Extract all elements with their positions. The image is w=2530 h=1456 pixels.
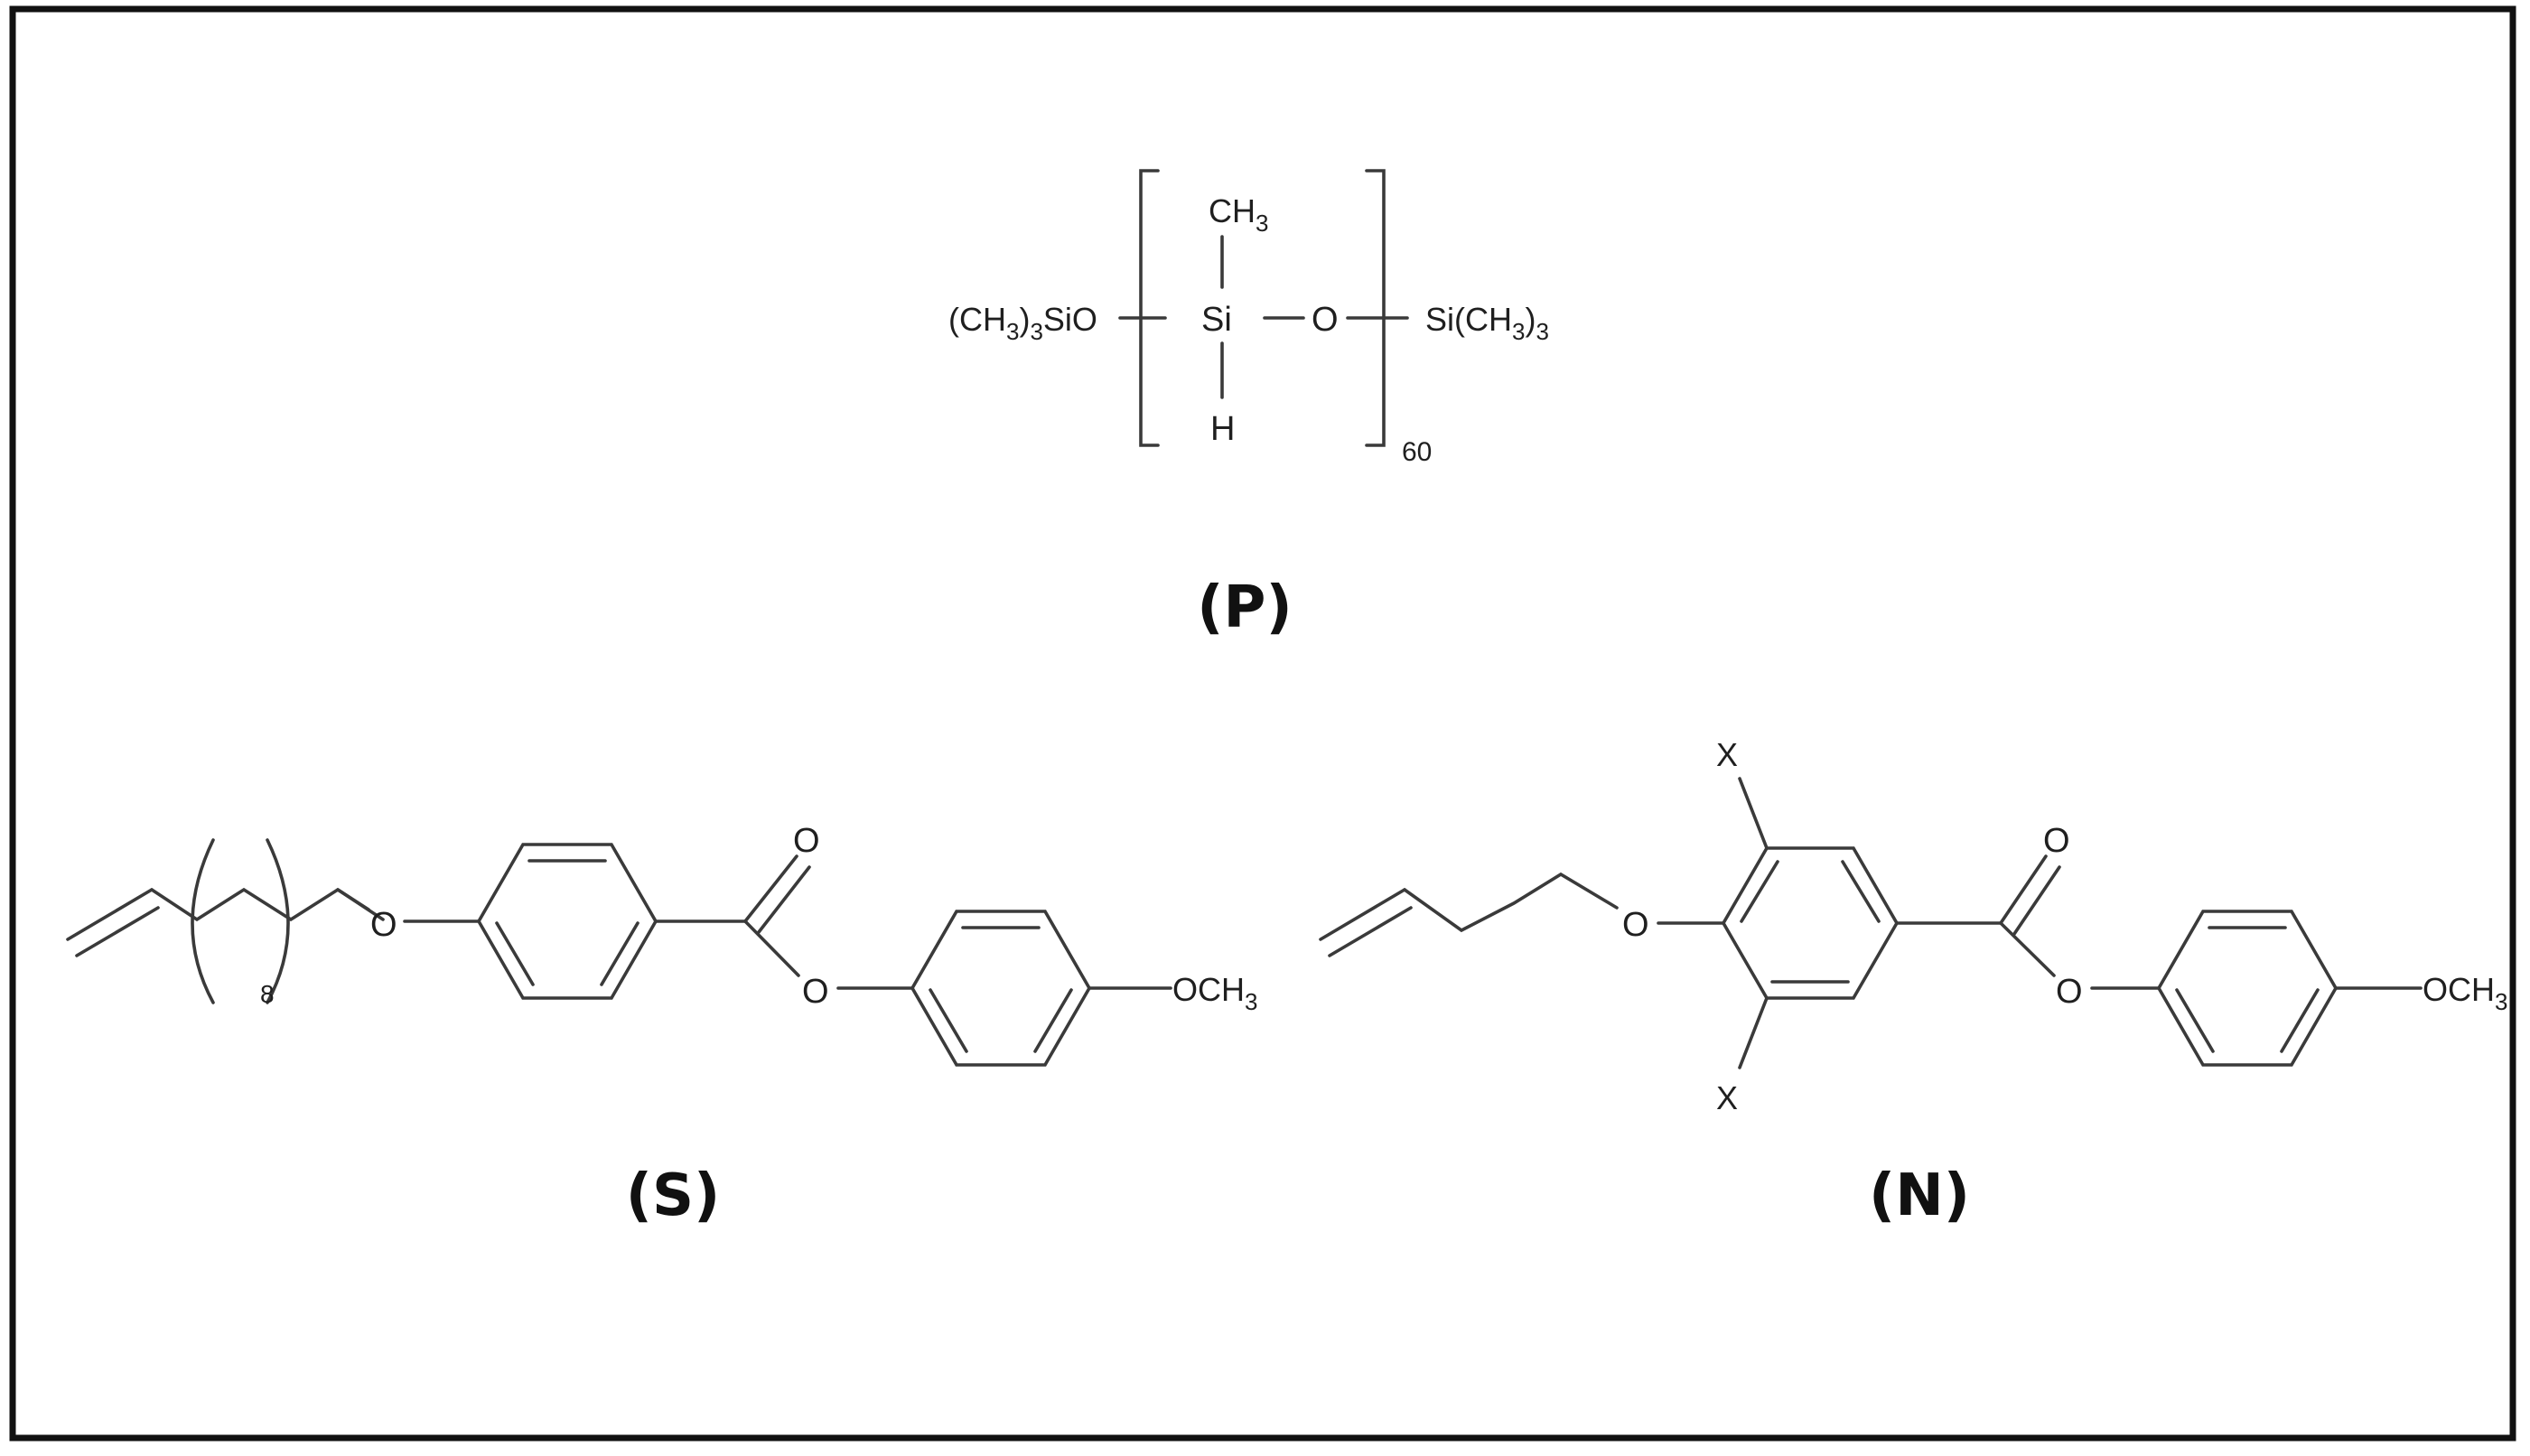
s-vinyl-bond-2 bbox=[75, 906, 160, 957]
s-benzene-ring-1 bbox=[476, 843, 658, 1000]
n-benzene-ring-2 bbox=[2156, 910, 2339, 1067]
n-carbonyl-double-1 bbox=[1999, 854, 2048, 925]
n-substituent-bottom: X bbox=[1716, 1079, 1738, 1116]
s-paren-left bbox=[191, 838, 215, 1004]
p-top-group: CH3 bbox=[1209, 192, 1268, 237]
s-bond-to-ether-o bbox=[336, 888, 370, 911]
n-ring2-double-2 bbox=[2280, 988, 2320, 1053]
s-vinyl-bond-1 bbox=[66, 888, 154, 941]
s-carbonyl-double-2 bbox=[757, 865, 811, 934]
bracket-right bbox=[1365, 169, 1386, 447]
p-right-group: Si(CH3)3 bbox=[1425, 301, 1549, 345]
n-ring1-double-2 bbox=[1740, 860, 1779, 923]
n-carbonyl-oxygen: O bbox=[2043, 822, 2070, 860]
s-ester-oxygen: O bbox=[802, 973, 829, 1011]
n-bond-carbonyl-ester-o bbox=[1999, 921, 2056, 977]
n-ring1-double-3 bbox=[1841, 860, 1881, 923]
s-ring2-double-2 bbox=[1033, 988, 1073, 1053]
s-chain-repeat: 8 bbox=[260, 980, 275, 1008]
s-ring1-double-2 bbox=[600, 921, 640, 986]
s-ring1-double-3 bbox=[495, 921, 535, 986]
s-bond-carbonyl-ester-o bbox=[743, 919, 800, 977]
figure-border bbox=[9, 5, 2516, 1442]
n-carbonyl-double-2 bbox=[2012, 865, 2061, 936]
p-center-atom: Si bbox=[1201, 301, 1232, 339]
s-carbonyl-double-1 bbox=[743, 854, 798, 923]
p-repeat-count: 60 bbox=[1402, 437, 1432, 467]
n-bond-x-top bbox=[1738, 777, 1769, 850]
s-caption: (S) bbox=[626, 1162, 721, 1229]
s-carbonyl-oxygen: O bbox=[793, 822, 820, 860]
s-terminal-group: OCH3 bbox=[1172, 971, 1257, 1015]
structure-p: (CH3)3SiO CH3 Si H O Si(CH3)3 60 (P) bbox=[948, 169, 1549, 641]
n-benzene-ring-1 bbox=[1721, 846, 1900, 1000]
p-bridge-oxygen: O bbox=[1312, 301, 1339, 339]
n-bond-x-bottom bbox=[1738, 996, 1769, 1069]
p-left-group: (CH3)3SiO bbox=[948, 301, 1097, 345]
n-vinyl-bond-1 bbox=[1319, 888, 1406, 941]
s-ring2-double-3 bbox=[929, 988, 968, 1053]
n-alkyl-chain bbox=[1403, 872, 1619, 933]
s-ether-oxygen: O bbox=[370, 906, 397, 944]
p-caption: (P) bbox=[1197, 574, 1292, 641]
s-paren-right bbox=[266, 838, 290, 1004]
structure-s: 8 O O O OCH3 (S) bbox=[66, 822, 1257, 1229]
n-vinyl-bond-2 bbox=[1328, 906, 1413, 957]
s-alkyl-chain bbox=[150, 887, 385, 922]
s-benzene-ring-2 bbox=[910, 910, 1092, 1067]
bracket-left bbox=[1139, 169, 1160, 447]
n-ring2-double-3 bbox=[2175, 988, 2215, 1053]
n-ester-oxygen: O bbox=[2056, 973, 2083, 1011]
n-substituent-top: X bbox=[1716, 736, 1738, 773]
p-bottom-group: H bbox=[1210, 410, 1235, 448]
n-terminal-group: OCH3 bbox=[2423, 971, 2507, 1015]
structure-n: O X X O O OCH3 (N) bbox=[1319, 736, 2507, 1229]
n-ether-oxygen: O bbox=[1622, 906, 1649, 944]
n-caption: (N) bbox=[1869, 1162, 1970, 1229]
